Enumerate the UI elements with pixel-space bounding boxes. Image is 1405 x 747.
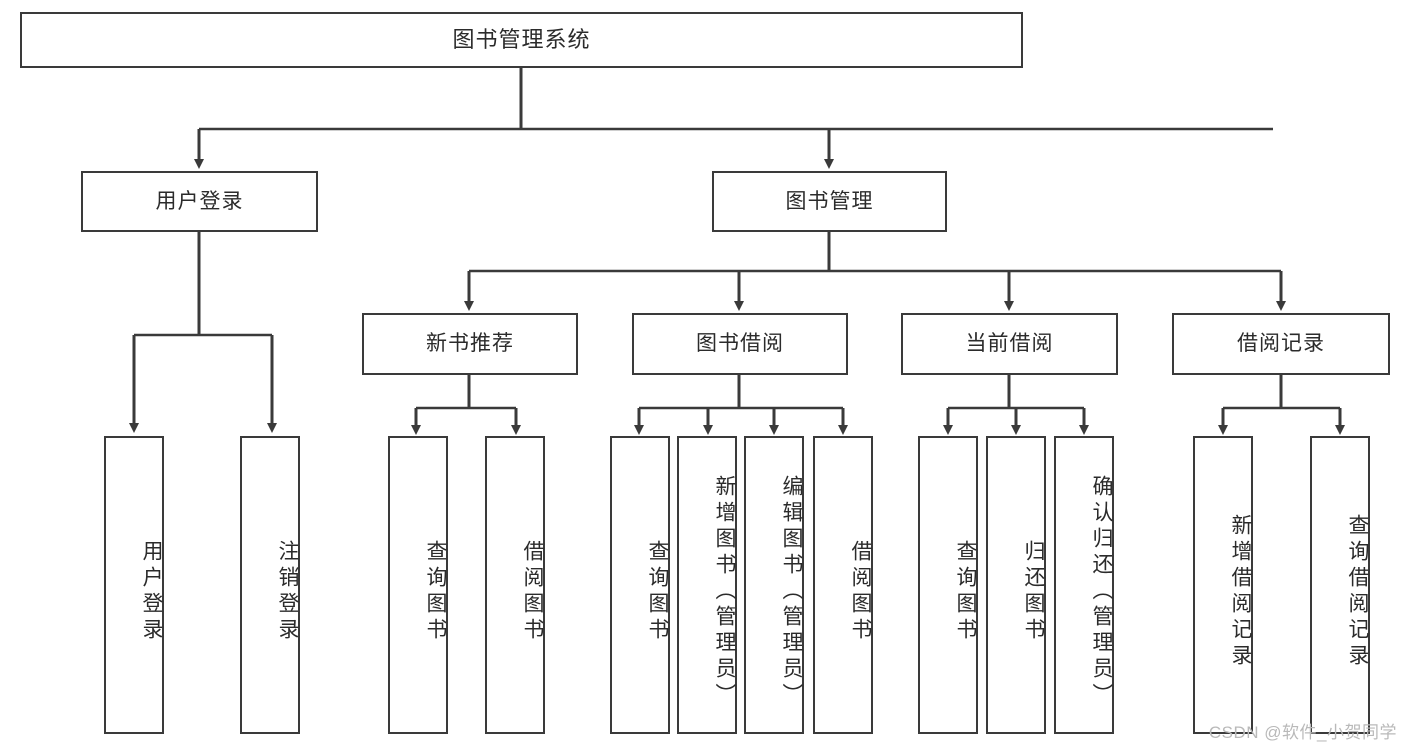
node-new-book-recommend[interactable]: 新书推荐 [362,313,578,375]
leaf-borrow-borrow-book[interactable]: 借阅图书 [813,436,873,734]
leaf-record-query-record[interactable]: 查询借阅记录 [1310,436,1370,734]
leaf-recommend-borrow-book[interactable]: 借阅图书 [485,436,545,734]
node-label: 当前借阅 [965,332,1054,356]
leaf-recommend-query-book[interactable]: 查询图书 [388,436,448,734]
node-label: 新书推荐 [426,332,514,356]
leaf-borrow-query-book[interactable]: 查询图书 [610,436,670,734]
leaf-borrow-edit-book-admin[interactable]: 编辑图书（管理员） [744,436,804,734]
node-label: 查询借阅记录 [1346,514,1369,670]
leaf-record-add-record[interactable]: 新增借阅记录 [1193,436,1253,734]
node-current-borrow[interactable]: 当前借阅 [901,313,1118,375]
leaf-current-return-book[interactable]: 归还图书 [986,436,1046,734]
node-label: 新增图书（管理员） [713,475,736,709]
node-book-management[interactable]: 图书管理 [712,171,947,232]
node-label: 归还图书 [1022,540,1045,644]
node-label: 图书借阅 [696,332,784,356]
node-label: 图书管理系统 [452,26,591,52]
leaf-current-confirm-return-admin[interactable]: 确认归还（管理员） [1054,436,1114,734]
node-book-borrow[interactable]: 图书借阅 [632,313,848,375]
node-root-system[interactable]: 图书管理系统 [20,12,1023,68]
node-label: 查询图书 [954,540,977,644]
node-label: 查询图书 [646,540,669,644]
leaf-user-login-login[interactable]: 用户登录 [104,436,164,734]
node-label: 注销登录 [276,540,299,644]
node-label: 新增借阅记录 [1229,514,1252,670]
node-label: 借阅记录 [1237,332,1325,356]
node-label: 编辑图书（管理员） [780,475,803,709]
node-label: 查询图书 [424,540,447,644]
leaf-user-login-logout[interactable]: 注销登录 [240,436,300,734]
leaf-borrow-add-book-admin[interactable]: 新增图书（管理员） [677,436,737,734]
node-label: 用户登录 [155,189,244,213]
node-label: 借阅图书 [849,540,872,644]
node-label: 借阅图书 [521,540,544,644]
node-user-login[interactable]: 用户登录 [81,171,318,232]
watermark-text: CSDN @软件_小贺同学 [1208,723,1397,742]
leaf-current-query-book[interactable]: 查询图书 [918,436,978,734]
node-borrow-record[interactable]: 借阅记录 [1172,313,1390,375]
node-label: 确认归还（管理员） [1090,475,1113,709]
node-label: 图书管理 [785,189,874,213]
node-label: 用户登录 [140,540,163,644]
